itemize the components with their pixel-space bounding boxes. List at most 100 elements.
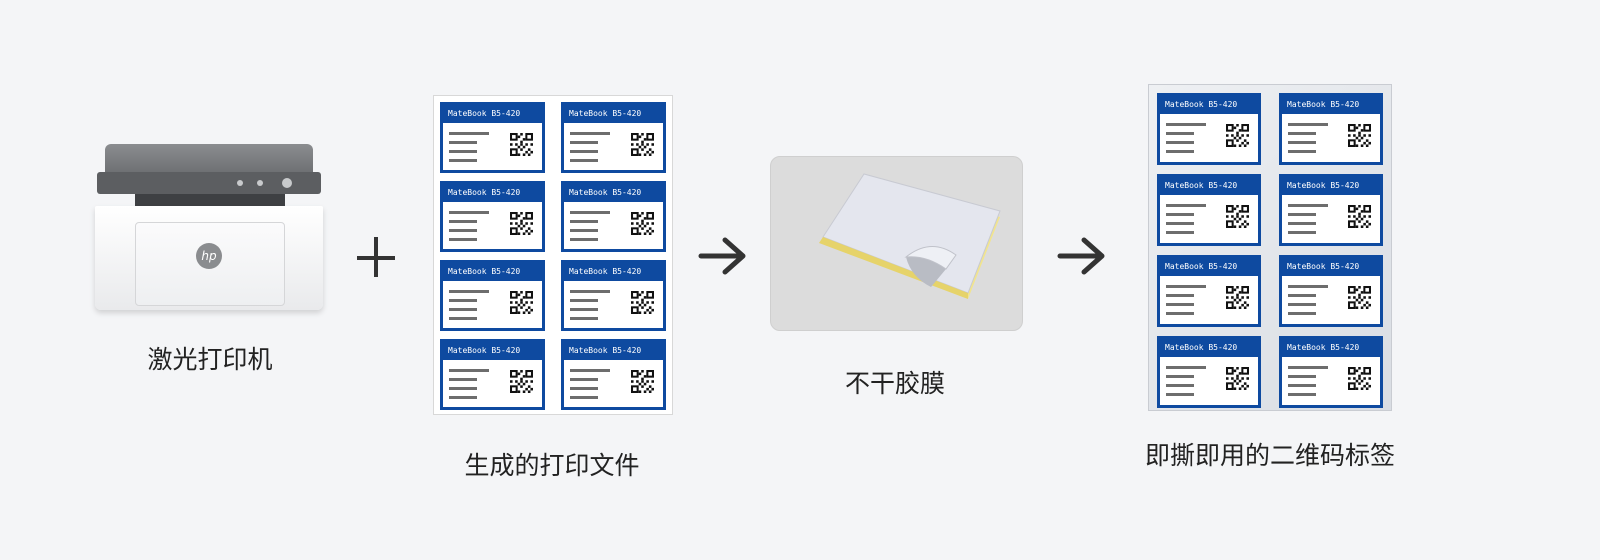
qr-code-icon: [510, 291, 533, 314]
qr-label-field-line: [1288, 375, 1316, 378]
qr-label: MateBook B5-420: [440, 339, 545, 410]
qr-label-field-line: [1166, 204, 1206, 207]
qr-label-field-line: [570, 299, 598, 302]
qr-label-field-line: [449, 369, 489, 372]
qr-label-field-line: [1166, 366, 1206, 369]
printer-brand-logo: hp: [196, 243, 222, 269]
qr-label-title: MateBook B5-420: [1282, 96, 1380, 114]
qr-label-field-line: [1288, 312, 1316, 315]
qr-label-title: MateBook B5-420: [1160, 258, 1258, 276]
qr-code-icon: [1226, 205, 1249, 228]
qr-label: MateBook B5-420: [1157, 93, 1261, 165]
qr-label-field-line: [1288, 366, 1328, 369]
qr-label-field-line: [1288, 222, 1316, 225]
qr-label-field-line: [570, 396, 598, 399]
qr-code-icon: [1226, 286, 1249, 309]
qr-label-field-line: [570, 308, 598, 311]
qr-label: MateBook B5-420: [561, 102, 666, 173]
qr-label: MateBook B5-420: [1279, 174, 1383, 246]
qr-label-field-line: [1288, 294, 1316, 297]
qr-code-icon: [1226, 367, 1249, 390]
qr-label: MateBook B5-420: [561, 339, 666, 410]
printer-output-slot: [135, 194, 285, 208]
qr-label-field-line: [1288, 285, 1328, 288]
plus-icon: [374, 237, 378, 277]
qr-label-field-line: [449, 141, 477, 144]
qr-code-icon: [1226, 124, 1249, 147]
qr-label-field-line: [1166, 213, 1194, 216]
qr-label-title: MateBook B5-420: [1282, 339, 1380, 357]
qr-label-title: MateBook B5-420: [564, 342, 663, 360]
qr-label-field-line: [449, 387, 477, 390]
qr-label-field-line: [449, 290, 489, 293]
qr-label-field-line: [449, 220, 477, 223]
qr-label-field-line: [1288, 150, 1316, 153]
qr-label-field-line: [570, 229, 598, 232]
qr-label-field-line: [449, 211, 489, 214]
qr-label-field-line: [1288, 231, 1316, 234]
qr-label-field-line: [1288, 141, 1316, 144]
qr-label-field-line: [449, 132, 489, 135]
qr-label-title: MateBook B5-420: [443, 184, 542, 202]
qr-code-icon: [510, 212, 533, 235]
qr-label-field-line: [1166, 312, 1194, 315]
step-caption-sticker-film: 不干胶膜: [844, 369, 945, 398]
qr-label-title: MateBook B5-420: [564, 184, 663, 202]
printer-paper-tray: hp: [135, 222, 285, 306]
qr-code-icon: [631, 291, 654, 314]
printer-body: hp: [95, 206, 323, 310]
qr-label: MateBook B5-420: [1279, 255, 1383, 327]
qr-label-field-line: [1288, 123, 1328, 126]
qr-label: MateBook B5-420: [1279, 336, 1383, 408]
qr-label-title: MateBook B5-420: [443, 105, 542, 123]
qr-label-field-line: [570, 238, 598, 241]
qr-label-field-line: [1288, 303, 1316, 306]
qr-label-field-line: [570, 220, 598, 223]
qr-label-field-line: [1166, 285, 1206, 288]
adhesive-sticker-film-image: [819, 173, 1001, 299]
qr-label-field-line: [570, 150, 598, 153]
qr-code-icon: [510, 133, 533, 156]
qr-label-field-line: [570, 132, 610, 135]
qr-label-field-line: [449, 238, 477, 241]
qr-label-title: MateBook B5-420: [1160, 177, 1258, 195]
qr-label-field-line: [570, 290, 610, 293]
printer-button-icon: [282, 178, 292, 188]
laser-printer-image: hp: [95, 140, 323, 310]
qr-label: MateBook B5-420: [561, 260, 666, 331]
qr-code-icon: [1348, 205, 1371, 228]
qr-label-field-line: [570, 141, 598, 144]
arrow-right-icon: [698, 237, 746, 275]
qr-label: MateBook B5-420: [1279, 93, 1383, 165]
qr-label-field-line: [1166, 222, 1194, 225]
qr-label-field-line: [449, 299, 477, 302]
step-caption-print-file: 生成的打印文件: [464, 451, 640, 480]
qr-code-icon: [631, 133, 654, 156]
qr-label-title: MateBook B5-420: [1160, 96, 1258, 114]
qr-label-field-line: [1166, 123, 1206, 126]
qr-label-field-line: [1288, 393, 1316, 396]
step-caption-qr-labels: 即撕即用的二维码标签: [1144, 441, 1395, 470]
qr-label-field-line: [570, 317, 598, 320]
printer-lid: [105, 144, 313, 174]
printer-button-icon: [237, 180, 243, 186]
qr-label: MateBook B5-420: [1157, 336, 1261, 408]
qr-label: MateBook B5-420: [440, 102, 545, 173]
qr-code-icon: [1348, 124, 1371, 147]
qr-label-title: MateBook B5-420: [443, 263, 542, 281]
qr-label-field-line: [570, 369, 610, 372]
step-caption-printer: 激光打印机: [147, 345, 273, 374]
qr-label: MateBook B5-420: [1157, 255, 1261, 327]
qr-label: MateBook B5-420: [561, 181, 666, 252]
qr-label-field-line: [449, 317, 477, 320]
qr-label-field-line: [1166, 231, 1194, 234]
qr-label-field-line: [1288, 384, 1316, 387]
qr-code-icon: [631, 212, 654, 235]
qr-label-title: MateBook B5-420: [564, 263, 663, 281]
qr-label-field-line: [570, 387, 598, 390]
qr-label: MateBook B5-420: [1157, 174, 1261, 246]
qr-label-field-line: [1166, 294, 1194, 297]
qr-label-field-line: [1166, 384, 1194, 387]
qr-label-field-line: [449, 159, 477, 162]
